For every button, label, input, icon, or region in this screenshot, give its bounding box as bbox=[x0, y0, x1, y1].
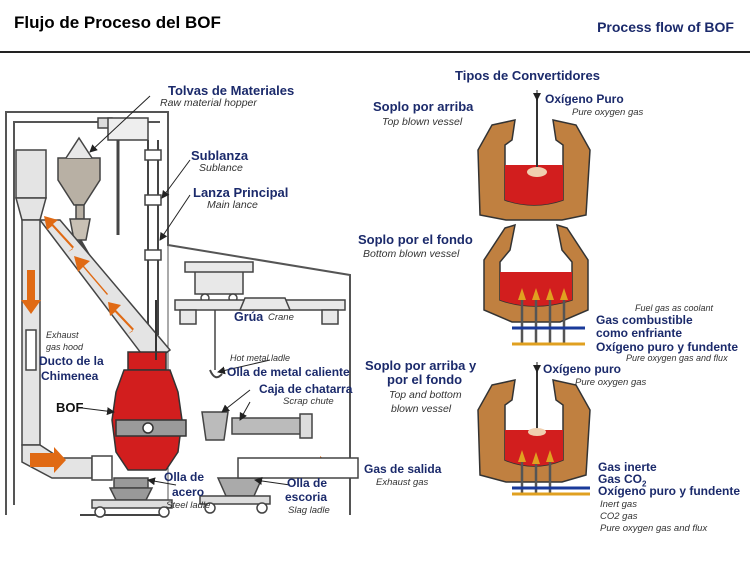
inert-gas-label: Gas inerte bbox=[598, 460, 657, 474]
fuel-gas-label-1: Gas combustible bbox=[596, 313, 693, 327]
hot-metal-ladle-label: Olla de metal caliente bbox=[227, 365, 350, 379]
sublance-label-en: Sublance bbox=[199, 162, 243, 174]
steel-ladle-label-2: acero bbox=[172, 485, 205, 499]
bottom-oxygen-label: Oxígeno puro y fundente bbox=[596, 340, 739, 354]
scrap-chute-label: Caja de chatarra bbox=[259, 382, 353, 396]
exhaust-hood-label-2: Chimenea bbox=[41, 369, 99, 383]
fuel-gas-label-2: como enfriante bbox=[596, 326, 683, 340]
hopper-label: Tolvas de Materiales bbox=[168, 83, 295, 98]
exhaust-gas-label-en: Exhaust gas bbox=[376, 477, 429, 488]
top-gas-label: Oxígeno Puro bbox=[545, 92, 624, 106]
co2-gas-label-en: CO2 gas bbox=[600, 511, 638, 522]
hot-metal-ladle-label-en: Hot metal ladle bbox=[230, 353, 291, 363]
combined-oxygen-label-en: Pure oxygen gas and flux bbox=[600, 523, 708, 534]
crane bbox=[174, 261, 346, 379]
slag-ladle-car bbox=[199, 477, 271, 514]
slag-ladle-label-1: Olla de bbox=[287, 476, 328, 490]
top-blown-label-en: Top blown vessel bbox=[382, 116, 463, 128]
steel-ladle-label-en: Steel ladle bbox=[166, 500, 211, 511]
co2-subscript: 2 bbox=[642, 479, 647, 489]
crane-label-en: Crane bbox=[268, 312, 294, 323]
top-blown-vessel bbox=[477, 95, 591, 221]
combined-blown-vessel bbox=[477, 370, 591, 496]
page-title-english: Process flow of BOF bbox=[597, 19, 734, 35]
bof-vessel bbox=[111, 300, 187, 471]
combined-blown-label-en-1: Top and bottom bbox=[389, 389, 462, 401]
bottom-blown-label-en: Bottom blown vessel bbox=[363, 248, 460, 260]
combined-blown-label-2: por el fondo bbox=[387, 372, 463, 387]
page-title: Flujo de Proceso del BOF bbox=[14, 13, 221, 32]
combined-blown-label-1: Soplo por arriba y bbox=[365, 358, 477, 373]
crane-label: Grúa bbox=[234, 310, 264, 324]
bottom-blown-vessel bbox=[483, 223, 589, 346]
converters-heading: Tipos de Convertidores bbox=[455, 68, 600, 83]
exhaust-gas-label: Gas de salida bbox=[364, 462, 442, 476]
leader-lines bbox=[81, 95, 291, 486]
top-gas-label-en: Pure oxygen gas bbox=[572, 107, 644, 118]
scrap-chute bbox=[201, 411, 313, 441]
co2-gas-text: Gas CO bbox=[598, 472, 643, 486]
steel-ladle-car bbox=[91, 477, 173, 518]
slag-ladle-label-2: escoria bbox=[285, 490, 328, 504]
slag-ladle-label-en: Slag ladle bbox=[288, 505, 330, 516]
bof-label: BOF bbox=[56, 400, 84, 415]
top-blown-label: Soplo por arriba bbox=[373, 99, 474, 114]
exhaust-pipe bbox=[237, 457, 359, 479]
exhaust-hood-label-en-2: gas hood bbox=[46, 342, 84, 352]
combined-oxygen-label: Oxígeno puro y fundente bbox=[598, 484, 741, 498]
exhaust-hood-label-1: Ducto de la bbox=[39, 354, 104, 368]
bottom-blown-label: Soplo por el fondo bbox=[358, 232, 473, 247]
main-lance-label-en: Main lance bbox=[207, 199, 258, 211]
hopper-label-en: Raw material hopper bbox=[160, 97, 257, 109]
header-divider bbox=[0, 51, 750, 53]
inert-gas-label-en: Inert gas bbox=[600, 499, 637, 510]
exhaust-hood-label-en-1: Exhaust bbox=[46, 330, 79, 340]
bottom-oxygen-label-en: Pure oxygen gas and flux bbox=[626, 353, 728, 363]
combined-top-gas-label: Oxígeno puro bbox=[543, 362, 621, 376]
hopper-structure bbox=[97, 117, 162, 335]
main-lance-label: Lanza Principal bbox=[193, 185, 289, 200]
co2-gas-label: Gas CO2 bbox=[598, 472, 646, 488]
fuel-gas-label-en: Fuel gas as coolant bbox=[635, 303, 714, 313]
steel-ladle-label-1: Olla de bbox=[164, 470, 205, 484]
sublance-label: Sublanza bbox=[191, 148, 249, 163]
combined-top-gas-label-en: Pure oxygen gas bbox=[575, 377, 647, 388]
combined-blown-label-en-2: blown vessel bbox=[391, 403, 452, 415]
scrap-chute-label-en: Scrap chute bbox=[283, 396, 334, 407]
